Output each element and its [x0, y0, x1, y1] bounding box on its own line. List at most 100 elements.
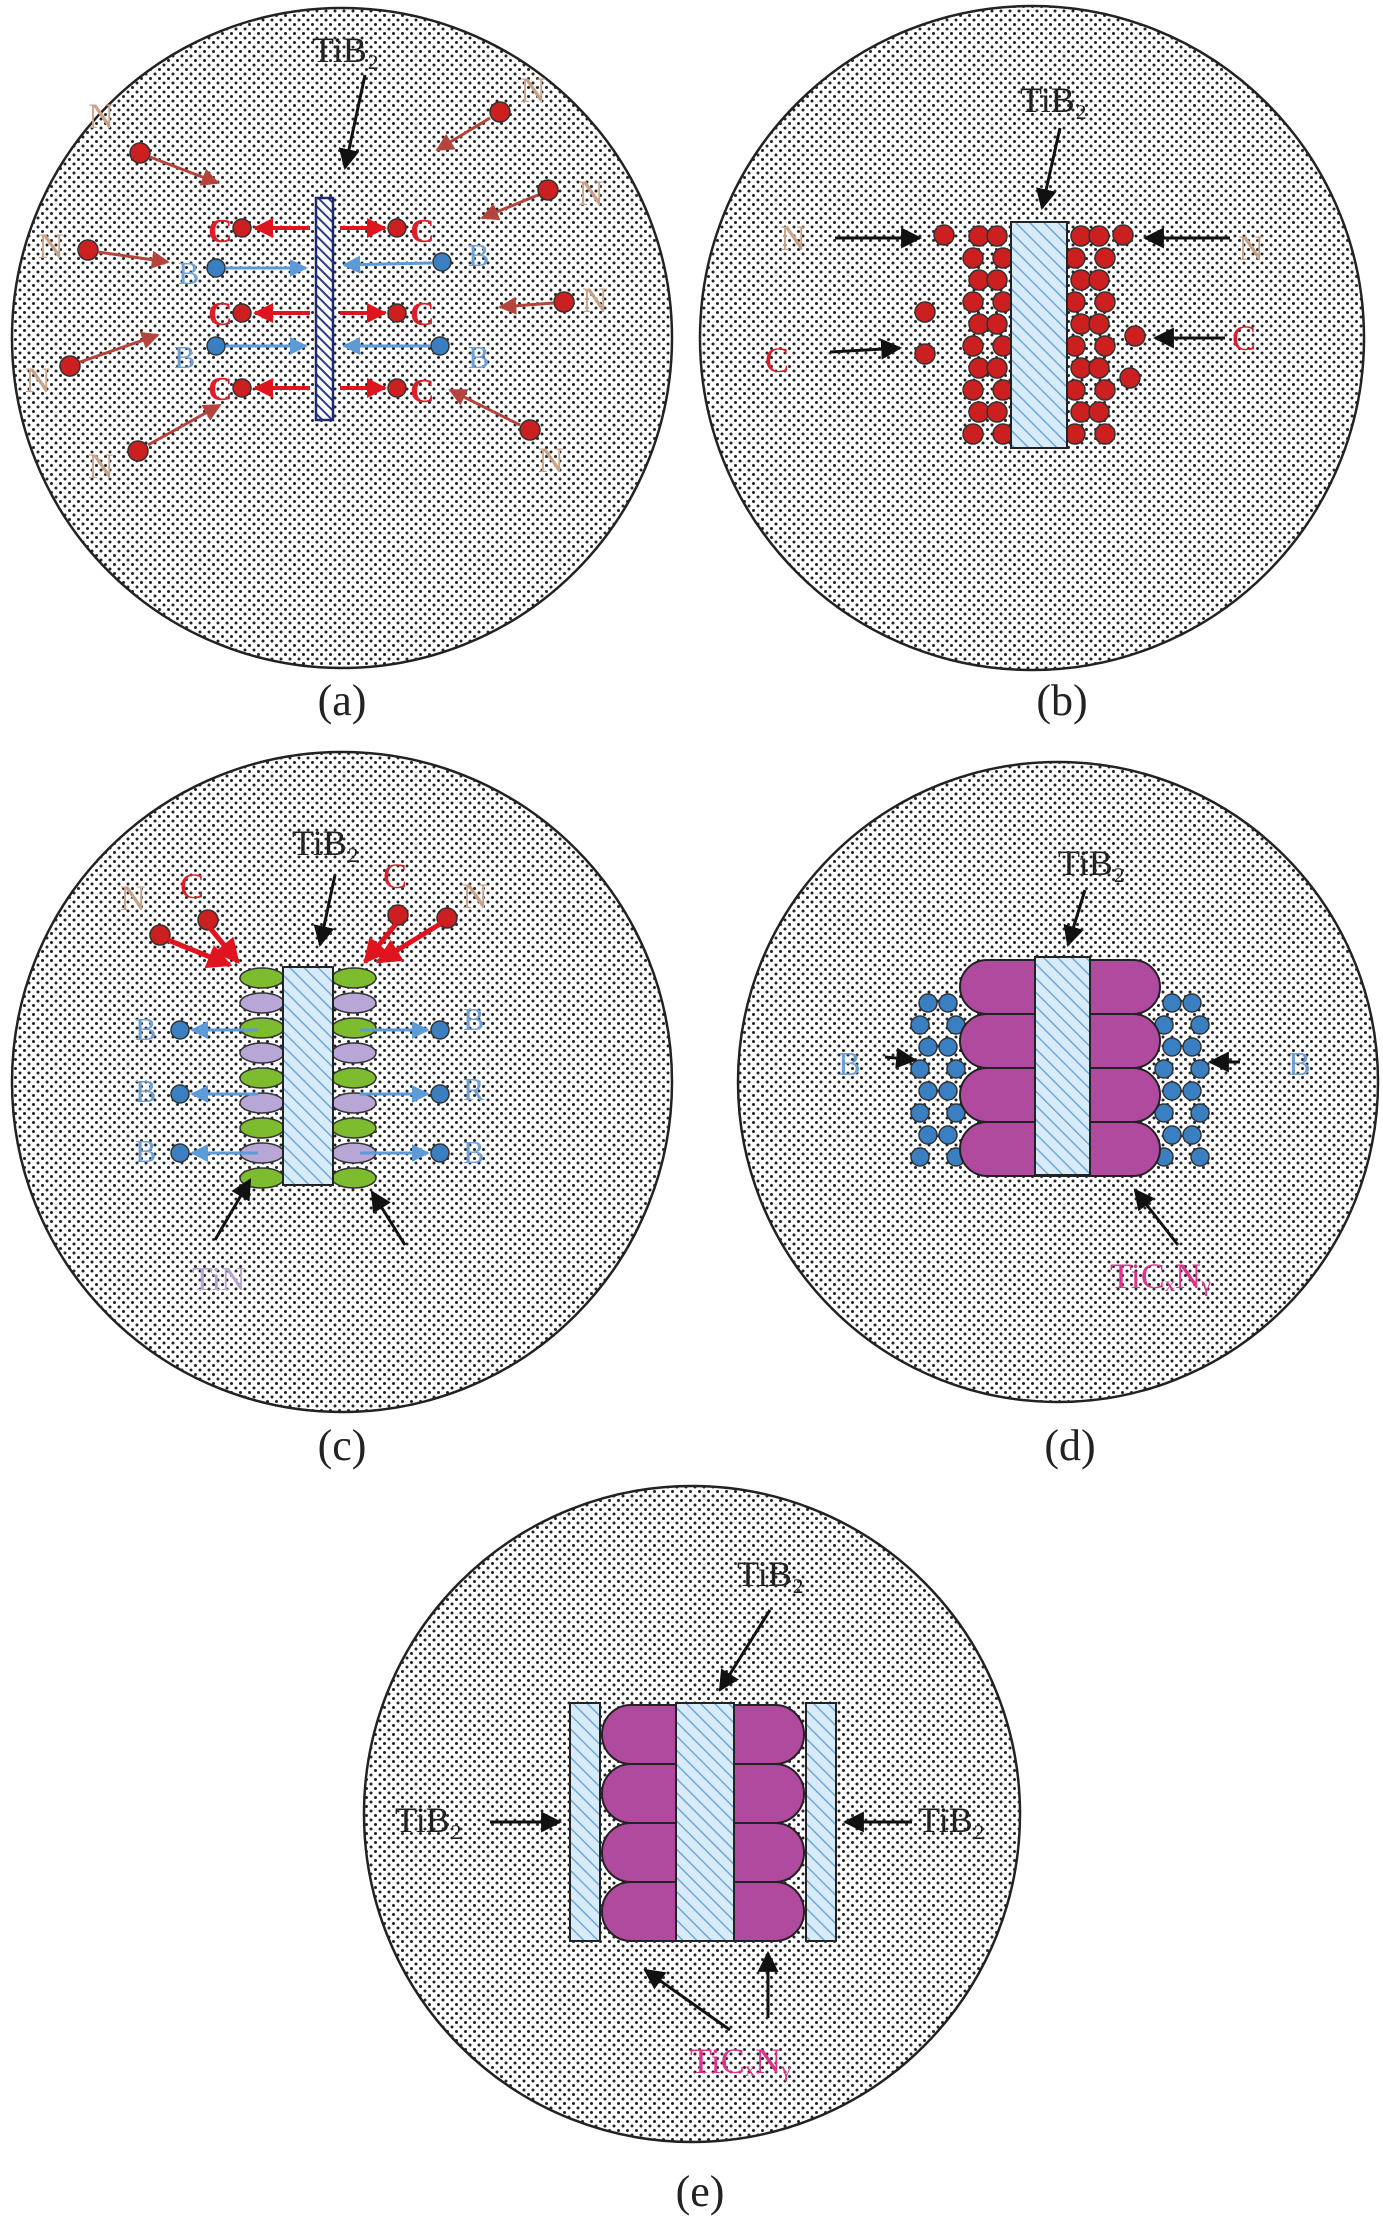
- tib2-whisker: [282, 966, 334, 1186]
- boron-particle: [918, 993, 938, 1013]
- tin-platelet: [331, 1017, 377, 1039]
- n-label: N: [38, 226, 64, 266]
- boron-particle: [910, 1059, 930, 1079]
- carbon-nitrogen-particle: [968, 401, 990, 423]
- carbon-nitrogen-particle: [968, 357, 990, 379]
- n-label: N: [88, 96, 114, 136]
- tin-platelet: [331, 992, 377, 1014]
- n-label: N: [1238, 228, 1264, 268]
- tib2-whisker: [1010, 221, 1068, 449]
- boron-outward: [170, 1020, 450, 1163]
- tib2-label: TiB₂: [312, 30, 379, 70]
- tin-platelet: [239, 967, 285, 989]
- tib2-label: TiB₂: [918, 1800, 985, 1840]
- boron-labels: B B B B: [174, 237, 489, 375]
- boron-particle: [946, 1059, 966, 1079]
- b-label: B: [463, 1001, 484, 1037]
- b-label: B: [135, 1073, 156, 1109]
- tib2-pointer-arrow: [338, 74, 367, 171]
- tib2-whisker: [1034, 956, 1091, 1176]
- tin-platelet: [239, 1017, 285, 1039]
- tin-platelet: [331, 1092, 377, 1114]
- boron-particle: [910, 1147, 930, 1167]
- boron-particle: [938, 1081, 958, 1101]
- c-label: C: [410, 373, 435, 410]
- carbon-nitrogen-particle: [1094, 423, 1116, 445]
- tib2-surface-particles: [962, 225, 1116, 445]
- ticn-pointer-arrow: [1133, 1188, 1180, 1246]
- boron-particle: [918, 1037, 938, 1057]
- tin-platelet: [239, 1067, 285, 1089]
- c-label: C: [383, 856, 407, 896]
- carbon-nitrogen-particle: [986, 401, 1008, 423]
- panel-b: TiB₂ N N C C (b): [698, 4, 1366, 725]
- b-label: B: [468, 339, 489, 375]
- boron-particle: [1154, 1103, 1174, 1123]
- incoming-atoms: [914, 224, 1146, 389]
- carbon-nitrogen-particle: [1070, 269, 1092, 291]
- tin-platelet: [331, 1117, 377, 1139]
- boron-particle: [1182, 1037, 1202, 1057]
- tin-platelet: [331, 1067, 377, 1089]
- c-label: C: [410, 213, 435, 250]
- carbon-nitrogen-particle: [1070, 313, 1092, 335]
- boron-particle: [1162, 1125, 1182, 1145]
- c-label: C: [410, 296, 435, 333]
- ticn-pointer-arrow: [643, 1968, 731, 2032]
- b-label: B: [178, 255, 199, 291]
- panel-caption: (e): [676, 2167, 725, 2216]
- carbon-nitrogen-particle: [1070, 225, 1092, 247]
- b-label: B: [135, 1133, 156, 1169]
- b-label: B: [463, 1134, 484, 1170]
- tin-platelet: [331, 967, 377, 989]
- tib2-pointer-arrow: [718, 1609, 772, 1692]
- n-label: N: [582, 280, 608, 320]
- boron-particle: [1154, 1059, 1174, 1079]
- carbon-nitrogen-particle: [1088, 401, 1110, 423]
- carbon-nitrogen-particle: [986, 357, 1008, 379]
- b-label: B: [838, 1046, 861, 1083]
- b-label: B: [174, 339, 195, 375]
- tib2-pointer-arrow: [1063, 889, 1087, 948]
- b-label: B: [1288, 1046, 1311, 1083]
- nitrogen-diffusion: [59, 101, 575, 462]
- boron-particle: [1182, 1081, 1202, 1101]
- panel-d: TiB₂ B B TiCₓNᵧ (d): [736, 760, 1380, 1470]
- boron-particle: [1190, 1015, 1210, 1035]
- tin-platelets: [239, 967, 377, 1189]
- carbon-rows: [232, 218, 407, 398]
- tib2-pointer-arrow: [313, 874, 337, 948]
- carbon-nitrogen-particle: [1088, 225, 1110, 247]
- carbon-nitrogen-particle: [968, 313, 990, 335]
- carbon-nitrogen-particle: [962, 335, 984, 357]
- boron-particle: [1162, 1037, 1182, 1057]
- carbon-nitrogen-particle: [986, 313, 1008, 335]
- carbon-nitrogen-particle: [962, 291, 984, 313]
- tib2-label: TiB₂: [737, 1554, 804, 1594]
- n-label: N: [780, 218, 806, 258]
- carbon-nitrogen-particle: [1070, 357, 1092, 379]
- carbon-nitrogen-particle: [1094, 291, 1116, 313]
- tib2-label: TiB₂: [395, 1800, 462, 1840]
- boron-shell: [910, 993, 1210, 1167]
- incoming-arrows: [829, 227, 1230, 360]
- n-c-attack: [149, 904, 458, 969]
- c-label: C: [208, 296, 233, 333]
- boron-particle: [918, 1125, 938, 1145]
- panel-caption: (d): [1044, 1421, 1095, 1470]
- boron-labels: B B B B R B: [135, 1001, 485, 1170]
- tib2-label: TiB₂: [1058, 843, 1125, 883]
- carbon-nitrogen-particle: [1070, 401, 1092, 423]
- boron-particle: [1162, 1081, 1182, 1101]
- panel-caption: (c): [318, 1421, 367, 1470]
- boron-particle: [1162, 993, 1182, 1013]
- nitrogen-labels: N N N N N N N N: [25, 70, 608, 486]
- tin-platelet: [331, 1167, 377, 1189]
- tib2-pointer-arrow: [1035, 127, 1062, 211]
- carbon-nitrogen-particle: [962, 379, 984, 401]
- ticn-label: TiCₓNᵧ: [690, 2041, 791, 2081]
- boron-particle: [918, 1081, 938, 1101]
- boron-pointer-arrow: [884, 1047, 918, 1069]
- n-label: N: [25, 360, 51, 400]
